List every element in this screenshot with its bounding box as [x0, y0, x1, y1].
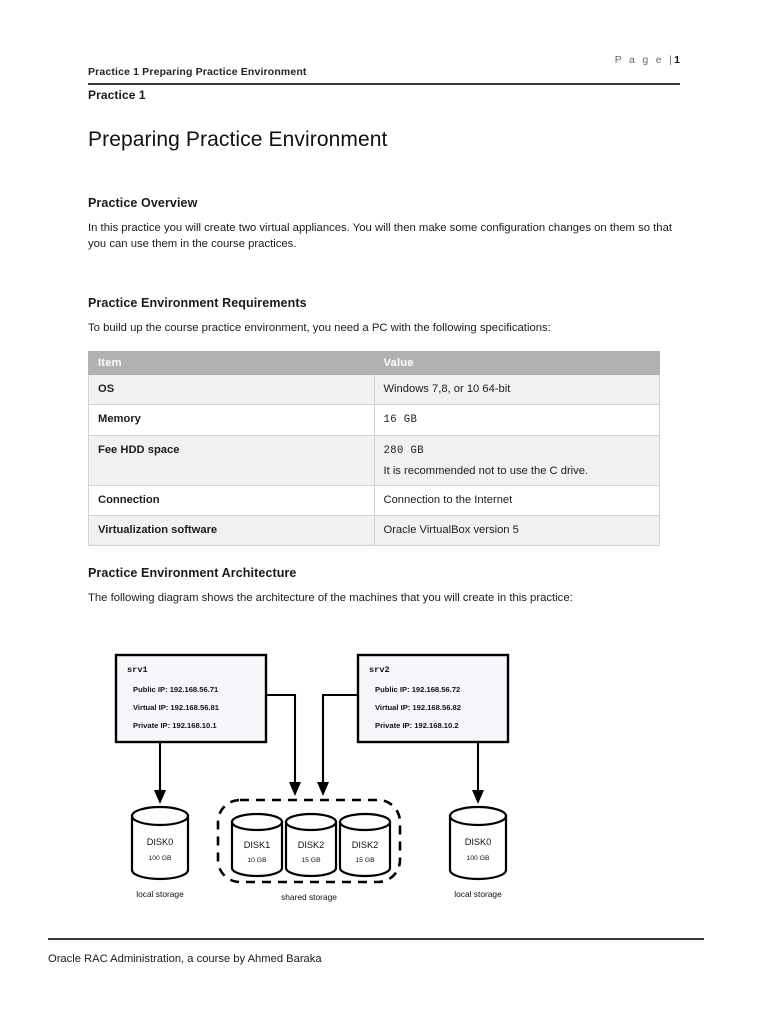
architecture-intro: The following diagram shows the architec… — [88, 592, 573, 605]
row-value: 280 GB It is recommended not to use the … — [373, 434, 660, 487]
header-page-word: P a g e | — [614, 54, 675, 66]
disk-caption: local storage — [136, 889, 184, 899]
disk-size: 15 GB — [301, 857, 321, 864]
disk-caption: local storage — [454, 889, 502, 899]
disk-local-right: DISK0 100 GB local storage — [448, 805, 508, 899]
row-value-text: Connection to the Internet — [383, 494, 513, 507]
arrowhead-srv2-local — [472, 790, 484, 804]
diagram-arrowheads — [154, 782, 484, 804]
disk-cylinder-top — [448, 805, 508, 827]
section-heading-overview: Practice Overview — [88, 196, 198, 210]
row-value: Windows 7,8, or 10 64-bit — [373, 374, 660, 405]
row-value-text: 280 GB — [383, 444, 425, 457]
server-box-srv2: srv2 Public IP: 192.168.56.72 Virtual IP… — [356, 653, 510, 744]
disk-shared-3: DISK2 15 GB — [338, 812, 392, 878]
document-content: Practice 1 Preparing Practice Environmen… — [88, 88, 680, 606]
disk-cylinder-top — [130, 805, 190, 827]
row-item-label: Virtualization software — [88, 515, 375, 547]
row-value: Oracle VirtualBox version 5 — [373, 515, 660, 547]
table-row: Memory 16 GB — [88, 403, 660, 436]
column-header-item: Item — [88, 351, 375, 376]
shared-storage-caption: shared storage — [281, 892, 337, 902]
row-item-label: OS — [88, 374, 375, 405]
server-private-ip-srv2: Private IP: 192.168.10.2 — [375, 721, 459, 730]
page-footer: Oracle RAC Administration, a course by A… — [48, 938, 704, 967]
row-value-note: It is recommended not to use the C drive… — [383, 464, 589, 477]
header-page-indicator: P a g e |1 — [603, 42, 680, 78]
server-virtual-ip-srv2: Virtual IP: 192.168.56.82 — [375, 703, 461, 712]
disk-label: DISK0 — [465, 837, 492, 847]
practice-label: Practice 1 — [88, 88, 146, 102]
arrowhead-srv2-shared — [317, 782, 329, 796]
disk-cylinder-top — [230, 812, 284, 832]
overview-paragraph: In this practice you will create two vir… — [88, 222, 672, 251]
row-value: 16 GB — [373, 403, 660, 436]
disk-cylinder-body — [284, 820, 338, 878]
shared-storage-boundary — [216, 798, 402, 884]
table-row: OS Windows 7,8, or 10 64-bit — [88, 374, 660, 405]
disk-label: DISK1 — [244, 840, 271, 850]
disk-size: 15 GB — [355, 857, 375, 864]
server-box-srv2-frame — [356, 653, 510, 744]
disk-label: DISK2 — [352, 840, 379, 850]
server-box-srv1: srv1 Public IP: 192.168.56.71 Virtual IP… — [114, 653, 268, 744]
server-private-ip-srv1: Private IP: 192.168.10.1 — [133, 721, 217, 730]
disk-cylinder-body — [338, 820, 392, 878]
arrowhead-srv1-shared — [289, 782, 301, 796]
server-name-srv1: srv1 — [127, 665, 148, 675]
disk-cylinder-top — [284, 812, 338, 832]
spacer — [88, 546, 680, 566]
spacer — [88, 252, 680, 296]
connector-srv2-shared — [321, 693, 358, 787]
requirements-table: Item Value OS Windows 7,8, or 10 64-bit … — [88, 351, 660, 547]
page-header: Practice 1 Preparing Practice Environmen… — [88, 42, 680, 85]
spacer — [88, 336, 680, 351]
table-row: Virtualization software Oracle VirtualBo… — [88, 515, 660, 547]
disk-size: 10 GB — [247, 857, 267, 864]
server-public-ip-srv1: Public IP: 192.168.56.71 — [133, 685, 219, 694]
row-item-label: Fee HDD space — [88, 434, 375, 487]
disk-cylinder-body — [448, 814, 508, 881]
row-value-text: Windows 7,8, or 10 64-bit — [383, 383, 511, 396]
disk-cylinder-body — [230, 820, 284, 878]
connector-srv1-shared — [265, 693, 297, 787]
disk-size: 100 GB — [148, 855, 172, 862]
diagram-connectors — [158, 693, 480, 795]
table-row: Connection Connection to the Internet — [88, 485, 660, 517]
arrowhead-srv1-local — [154, 790, 166, 804]
row-item-label: Connection — [88, 485, 375, 517]
row-value-text: Oracle VirtualBox version 5 — [383, 524, 519, 537]
server-virtual-ip-srv1: Virtual IP: 192.168.56.81 — [133, 703, 220, 712]
architecture-diagram: srv1 Public IP: 192.168.56.71 Virtual IP… — [110, 632, 540, 917]
table-row: Fee HDD space 280 GB It is recommended n… — [88, 434, 660, 487]
table-header-row: Item Value — [88, 351, 660, 376]
header-page-number: 1 — [674, 54, 680, 66]
section-heading-architecture: Practice Environment Architecture — [88, 566, 297, 581]
column-header-value: Value — [373, 351, 660, 376]
row-value: Connection to the Internet — [373, 485, 660, 517]
server-box-srv1-frame — [114, 653, 268, 744]
disk-label: DISK2 — [298, 840, 325, 850]
disk-local-left: DISK0 100 GB local storage — [130, 805, 190, 899]
disk-size: 100 GB — [466, 855, 490, 862]
requirements-intro: To build up the course practice environm… — [88, 322, 551, 335]
disk-shared-2: DISK2 15 GB — [284, 812, 338, 878]
server-name-srv2: srv2 — [369, 665, 390, 675]
row-value-text: 16 GB — [383, 413, 418, 426]
page-title: Preparing Practice Environment — [88, 128, 388, 151]
disk-shared-1: DISK1 10 GB — [230, 812, 284, 878]
disk-cylinder-top — [338, 812, 392, 832]
disk-label: DISK0 — [147, 837, 174, 847]
row-item-label: Memory — [88, 403, 375, 436]
disk-cylinder-body — [130, 814, 190, 881]
server-public-ip-srv2: Public IP: 192.168.56.72 — [375, 685, 460, 694]
section-heading-requirements: Practice Environment Requirements — [88, 296, 307, 311]
header-title: Practice 1 Preparing Practice Environmen… — [88, 66, 307, 78]
footer-text: Oracle RAC Administration, a course by A… — [48, 953, 322, 965]
